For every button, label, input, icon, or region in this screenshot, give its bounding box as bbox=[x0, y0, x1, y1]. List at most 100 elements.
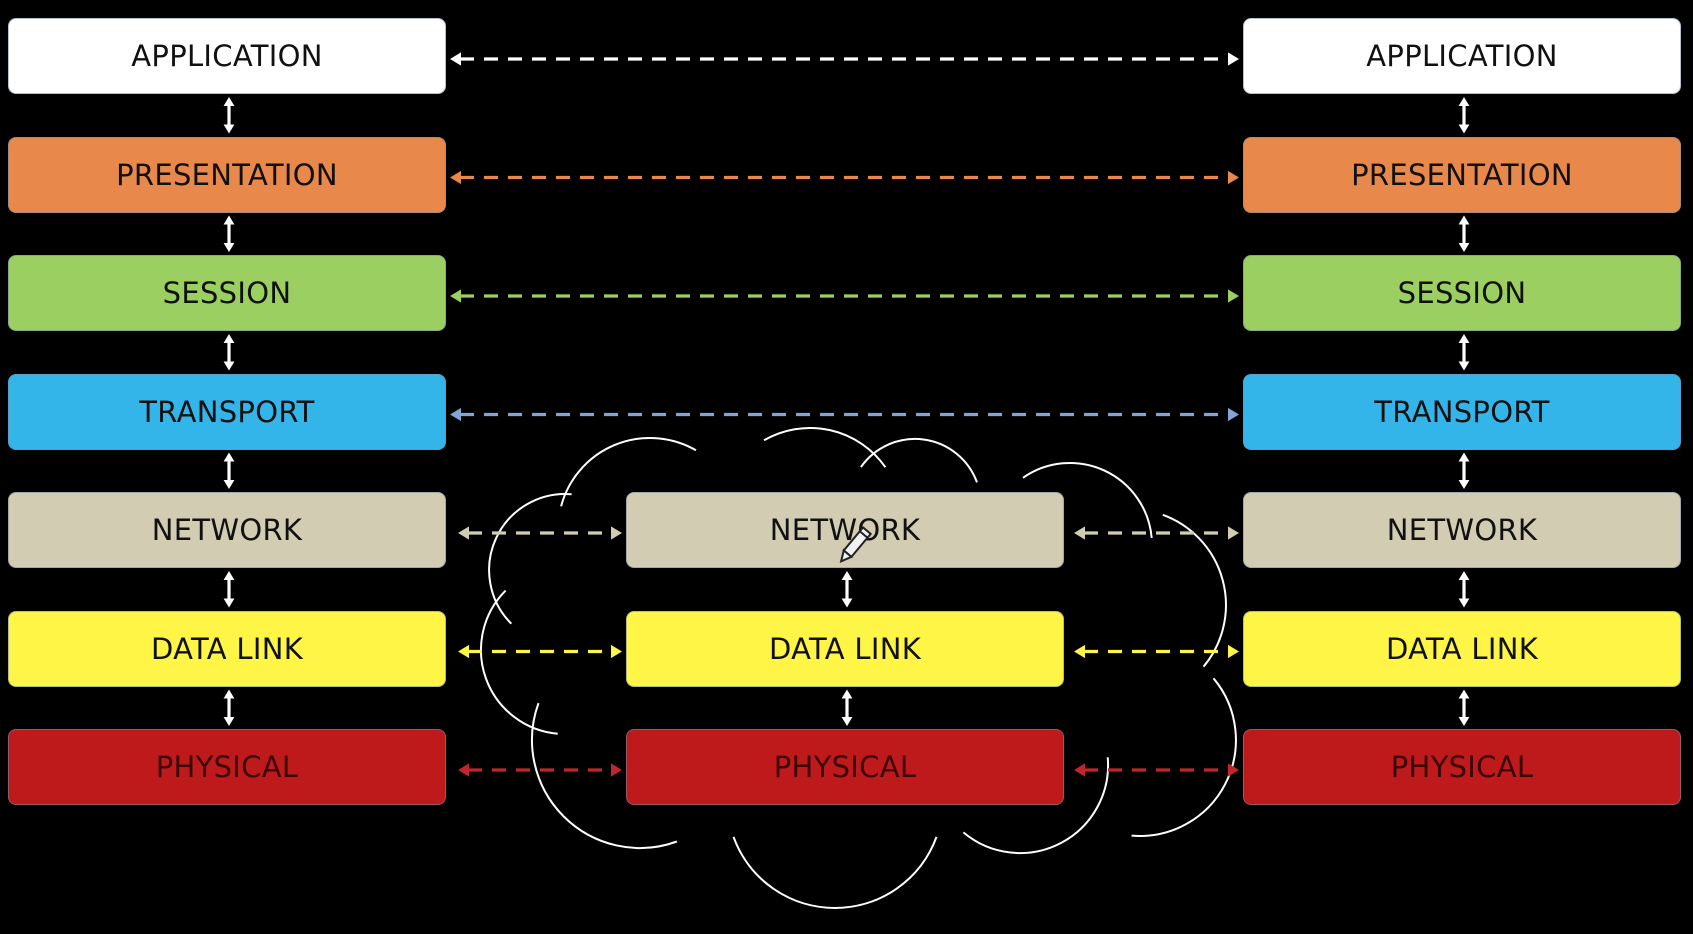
arrowhead bbox=[1458, 452, 1470, 462]
arrowhead bbox=[223, 361, 235, 371]
middle-stack-adjacent-arrow bbox=[841, 689, 853, 726]
arrowhead bbox=[611, 644, 622, 659]
application-peer-link bbox=[450, 52, 1239, 66]
cloud-outline-arc bbox=[560, 436, 697, 507]
arrowhead bbox=[1458, 124, 1470, 134]
arrowhead bbox=[611, 763, 622, 777]
data-link-peer-link-right bbox=[1074, 644, 1239, 659]
left-stack-adjacent-arrow bbox=[223, 571, 235, 608]
layer-label: NETWORK bbox=[151, 513, 303, 547]
layer-label: PRESENTATION bbox=[1351, 157, 1573, 192]
right-stack-adjacent-arrow bbox=[1458, 215, 1470, 252]
layer-label: PHYSICAL bbox=[773, 750, 917, 784]
arrowhead bbox=[223, 124, 235, 134]
arrowhead bbox=[450, 289, 461, 303]
layer-label: PHYSICAL bbox=[155, 750, 299, 784]
left-physical-layer: PHYSICAL bbox=[8, 729, 446, 805]
data-link-peer-link-left bbox=[458, 644, 622, 659]
presentation-peer-link bbox=[450, 170, 1239, 185]
left-stack-adjacent-arrow bbox=[223, 452, 235, 489]
right-transport-layer: TRANSPORT bbox=[1243, 373, 1681, 450]
arrowhead bbox=[1458, 717, 1470, 726]
right-stack-adjacent-arrow bbox=[1458, 689, 1470, 726]
arrowhead bbox=[1458, 480, 1470, 489]
arrowhead bbox=[223, 97, 235, 106]
arrowhead bbox=[1458, 689, 1470, 699]
pencil-icon bbox=[830, 522, 878, 570]
right-application-layer: APPLICATION bbox=[1243, 18, 1681, 94]
arrowhead bbox=[1074, 526, 1085, 540]
arrowhead bbox=[223, 334, 235, 343]
network-peer-link-right bbox=[1074, 526, 1239, 540]
arrowhead bbox=[1228, 763, 1239, 777]
right-stack-adjacent-arrow bbox=[1458, 452, 1470, 489]
layer-label: TRANSPORT bbox=[139, 394, 315, 429]
middle-physical-layer: PHYSICAL bbox=[626, 729, 1064, 805]
cloud-outline-arc bbox=[1162, 513, 1227, 668]
arrowhead bbox=[223, 243, 235, 252]
left-stack-adjacent-arrow bbox=[223, 97, 235, 134]
adjacent-layer-links bbox=[223, 97, 1470, 726]
arrowhead bbox=[1458, 571, 1470, 580]
right-physical-layer: PHYSICAL bbox=[1243, 729, 1681, 805]
layer-label: DATA LINK bbox=[1385, 631, 1539, 666]
arrowhead bbox=[223, 452, 235, 462]
physical-peer-link-right bbox=[1074, 763, 1239, 777]
layer-label: DATA LINK bbox=[150, 631, 304, 666]
layer-label: SESSION bbox=[1397, 276, 1527, 310]
layer-label: DATA LINK bbox=[768, 631, 922, 666]
arrowhead bbox=[1458, 361, 1470, 371]
layer-label: SESSION bbox=[162, 276, 292, 310]
left-stack-adjacent-arrow bbox=[223, 334, 235, 371]
arrowhead bbox=[223, 480, 235, 489]
layer-label: APPLICATION bbox=[131, 39, 323, 73]
cloud-outline-arc bbox=[962, 757, 1110, 855]
arrowhead bbox=[223, 717, 235, 726]
arrowhead bbox=[1228, 52, 1239, 66]
arrowhead bbox=[1458, 97, 1470, 106]
arrowhead bbox=[223, 598, 235, 608]
right-session-layer: SESSION bbox=[1243, 255, 1681, 331]
layer-label: PRESENTATION bbox=[116, 157, 338, 192]
cloud-outline-arc bbox=[480, 589, 558, 735]
arrowhead bbox=[223, 215, 235, 225]
arrowhead bbox=[450, 170, 461, 185]
cloud-outline-arc bbox=[732, 836, 938, 909]
arrowhead bbox=[1458, 215, 1470, 225]
arrowhead bbox=[841, 689, 853, 699]
arrowhead bbox=[1074, 644, 1085, 659]
arrowhead bbox=[841, 571, 853, 580]
left-data-link-layer: DATA LINK bbox=[8, 610, 446, 687]
cloud-outline-arc bbox=[531, 702, 678, 849]
layer-label: TRANSPORT bbox=[1374, 394, 1550, 429]
cloud-outline-arc bbox=[763, 426, 887, 468]
cloud-outline-arc bbox=[1022, 462, 1153, 538]
left-stack-adjacent-arrow bbox=[223, 215, 235, 252]
transport-peer-link bbox=[450, 407, 1239, 422]
arrowhead bbox=[611, 526, 622, 540]
arrowhead bbox=[1228, 407, 1239, 422]
cloud-outline-arc bbox=[1131, 677, 1237, 837]
arrowhead bbox=[450, 407, 461, 422]
layer-label: PHYSICAL bbox=[1390, 750, 1534, 784]
arrowhead bbox=[1228, 170, 1239, 185]
right-data-link-layer: DATA LINK bbox=[1243, 610, 1681, 687]
arrowhead bbox=[1458, 598, 1470, 608]
arrowhead bbox=[223, 689, 235, 699]
right-network-layer: NETWORK bbox=[1243, 492, 1681, 568]
physical-peer-link-left bbox=[458, 763, 622, 777]
right-presentation-layer: PRESENTATION bbox=[1243, 136, 1681, 213]
arrowhead bbox=[1074, 763, 1085, 777]
left-stack-adjacent-arrow bbox=[223, 689, 235, 726]
right-stack-adjacent-arrow bbox=[1458, 97, 1470, 134]
arrowhead bbox=[1228, 289, 1239, 303]
cloud-outline-arc bbox=[488, 493, 572, 625]
network-peer-link-left bbox=[458, 526, 622, 540]
network-cloud bbox=[480, 426, 1237, 909]
arrowhead bbox=[841, 717, 853, 726]
arrowhead bbox=[1228, 644, 1239, 659]
layer-label: NETWORK bbox=[1386, 513, 1538, 547]
middle-data-link-layer: DATA LINK bbox=[626, 610, 1064, 687]
layer-label: APPLICATION bbox=[1366, 39, 1558, 73]
